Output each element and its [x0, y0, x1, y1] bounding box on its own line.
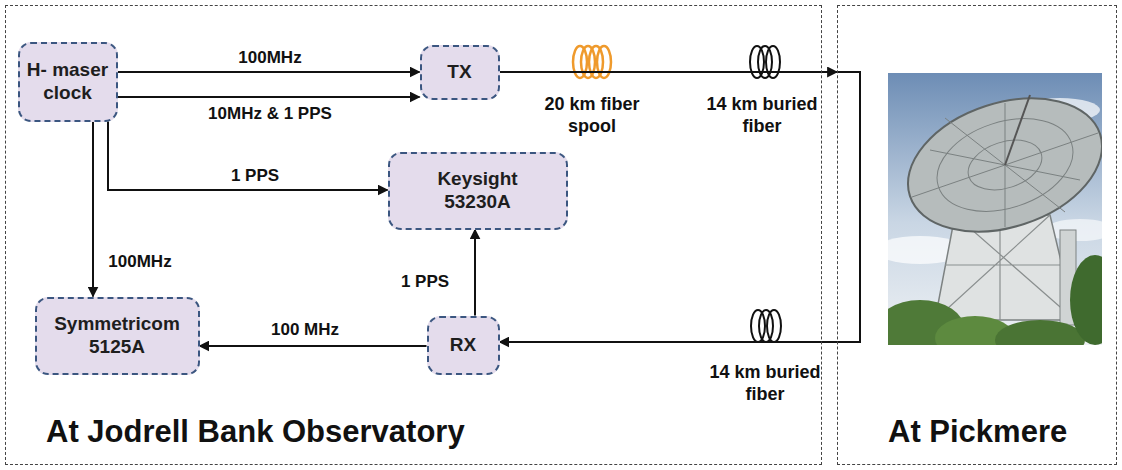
telescope-tower	[935, 215, 1075, 320]
signal-connector	[200, 345, 427, 347]
buried-fiber-coil	[750, 46, 780, 78]
signal-label: 10MHz & 1 PPS	[205, 104, 335, 124]
coil-loop	[597, 46, 611, 78]
transmitter-box: TX	[420, 45, 500, 100]
site-region: At Pickmere	[837, 5, 1117, 465]
signal-connector	[92, 122, 94, 297]
signal-label: 1 PPS	[228, 166, 282, 186]
signal-connector	[108, 122, 388, 191]
telescope-photo	[888, 73, 1102, 345]
fiber-label: 20 km fiber spool	[535, 94, 650, 137]
box-label: Symmetricom 5125A	[50, 313, 185, 359]
box-label: H- maser clock	[26, 59, 110, 105]
tree	[1070, 255, 1102, 345]
signal-label: 100MHz	[105, 252, 174, 272]
counter-box: Keysight 53230A	[388, 152, 568, 230]
signal-label: 1 PPS	[398, 272, 452, 292]
fiber-spool-coil	[573, 46, 611, 78]
tree	[995, 320, 1085, 345]
coil-loop	[766, 46, 780, 78]
region-title: At Pickmere	[888, 414, 1067, 450]
signal-label: 100MHz	[235, 48, 304, 68]
tower-lattice	[935, 215, 1075, 320]
site-region: At Jodrell Bank Observatory H- maser cloc…	[5, 5, 822, 465]
coil-loop	[767, 310, 781, 342]
clock-box: H- maser clock	[18, 42, 118, 122]
analyzer-box: Symmetricom 5125A	[35, 297, 200, 375]
buried-fiber-coil	[751, 310, 781, 342]
signal-connector	[474, 230, 476, 316]
box-label: TX	[447, 61, 471, 84]
region-title: At Jodrell Bank Observatory	[46, 414, 465, 450]
box-label: Keysight 53230A	[428, 168, 528, 214]
feed-leg	[1005, 95, 1030, 165]
signal-connector	[118, 71, 420, 73]
fiber-loop-line	[837, 72, 860, 342]
dish	[891, 75, 1102, 255]
receiver-box: RX	[427, 316, 500, 375]
signal-label: 100 MHz	[268, 320, 342, 340]
fiber-label: 14 km buried fiber	[699, 362, 831, 405]
box-label: RX	[450, 334, 476, 357]
signal-connector	[500, 341, 838, 343]
signal-connector	[118, 96, 420, 98]
signal-connector	[500, 71, 838, 73]
fiber-label: 14 km buried fiber	[696, 94, 828, 137]
